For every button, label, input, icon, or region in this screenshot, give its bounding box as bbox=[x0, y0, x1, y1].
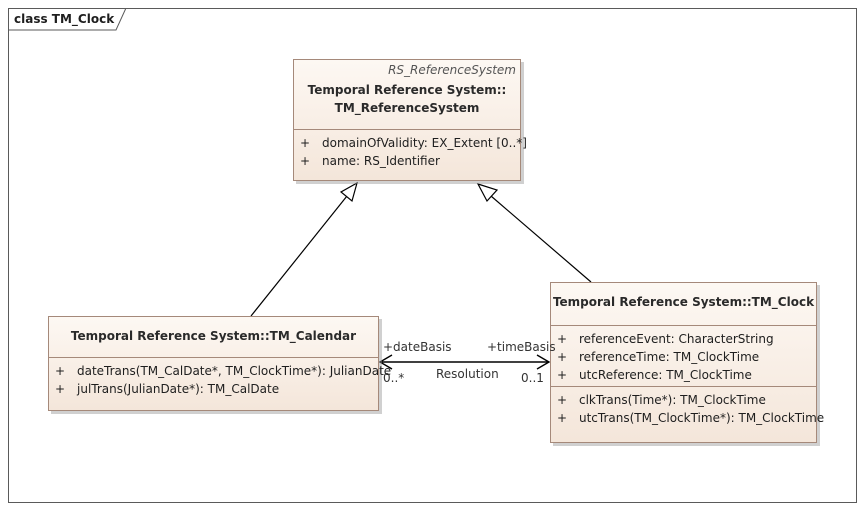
operation-row: + utcTrans(TM_ClockTime*): TM_ClockTime bbox=[551, 409, 824, 427]
operations-separator bbox=[551, 386, 816, 387]
association-name: Resolution bbox=[436, 367, 499, 381]
attribute-text: referenceTime: TM_ClockTime bbox=[579, 350, 760, 364]
frame-label: class TM_Clock bbox=[14, 12, 115, 26]
operations-separator bbox=[49, 357, 378, 358]
operation-text: dateTrans(TM_CalDate*, TM_ClockTime*): J… bbox=[77, 364, 392, 378]
attribute-row: + utcReference: TM_ClockTime bbox=[551, 366, 816, 384]
attribute-row: + name: RS_Identifier bbox=[294, 152, 520, 170]
association-left-arrow bbox=[378, 354, 393, 370]
operations-compartment: + dateTrans(TM_CalDate*, TM_ClockTime*):… bbox=[49, 358, 391, 398]
attribute-row: + domainOfValidity: EX_Extent [0..*] bbox=[294, 134, 527, 152]
class-name-line2: TM_ReferenceSystem bbox=[334, 101, 480, 115]
association-left-multiplicity: 0..* bbox=[383, 371, 405, 385]
operation-text: julTrans(JulianDate*): TM_CalDate bbox=[77, 382, 280, 396]
association-right-arrow bbox=[536, 354, 551, 370]
operation-row: + julTrans(JulianDate*): TM_CalDate bbox=[49, 380, 378, 398]
attribute-text: domainOfValidity: EX_Extent [0..*] bbox=[322, 136, 527, 150]
association-left-role: +dateBasis bbox=[383, 340, 452, 354]
attribute-row: + referenceTime: TM_ClockTime bbox=[551, 348, 816, 366]
visibility-marker: + bbox=[300, 136, 311, 150]
attributes-compartment: + referenceEvent: CharacterString + refe… bbox=[551, 326, 816, 386]
visibility-marker: + bbox=[557, 393, 568, 407]
operations-compartment: + clkTrans(Time*): TM_ClockTime + utcTra… bbox=[551, 387, 824, 427]
attribute-text: name: RS_Identifier bbox=[322, 154, 440, 168]
visibility-marker: + bbox=[557, 411, 568, 425]
class-name: Temporal Reference System::TM_Calendar bbox=[70, 329, 357, 343]
attribute-text: utcReference: TM_ClockTime bbox=[579, 368, 752, 382]
attributes-compartment: + domainOfValidity: EX_Extent [0..*] + n… bbox=[294, 130, 527, 170]
generalization-calendar-arrowhead bbox=[339, 181, 358, 203]
frame-label-tab bbox=[8, 8, 127, 31]
attribute-row: + referenceEvent: CharacterString bbox=[551, 330, 816, 348]
class-name-line1: Temporal Reference System:: bbox=[307, 83, 507, 97]
class-tm-reference-system[interactable]: RS_ReferenceSystem Temporal Reference Sy… bbox=[293, 59, 527, 181]
operation-row: + clkTrans(Time*): TM_ClockTime bbox=[551, 391, 816, 409]
attributes-separator bbox=[551, 325, 816, 326]
generalization-clock-arrowhead bbox=[476, 182, 499, 203]
class-tm-clock[interactable]: Temporal Reference System::TM_Clock + re… bbox=[550, 282, 824, 443]
class-tm-calendar[interactable]: Temporal Reference System::TM_Calendar +… bbox=[48, 316, 391, 411]
visibility-marker: + bbox=[557, 350, 568, 364]
visibility-marker: + bbox=[557, 368, 568, 382]
diagram-frame bbox=[8, 8, 857, 503]
stereotype-label: RS_ReferenceSystem bbox=[388, 63, 516, 77]
class-name: Temporal Reference System::TM_Clock bbox=[552, 295, 815, 309]
operation-row: + dateTrans(TM_CalDate*, TM_ClockTime*):… bbox=[49, 362, 391, 380]
visibility-marker: + bbox=[55, 364, 66, 378]
operation-text: clkTrans(Time*): TM_ClockTime bbox=[579, 393, 766, 407]
visibility-marker: + bbox=[557, 332, 568, 346]
visibility-marker: + bbox=[55, 382, 66, 396]
visibility-marker: + bbox=[300, 154, 311, 168]
generalization-calendar-line bbox=[250, 195, 348, 317]
attributes-separator bbox=[294, 129, 520, 130]
operation-text: utcTrans(TM_ClockTime*): TM_ClockTime bbox=[579, 411, 825, 425]
generalization-clock-line bbox=[490, 195, 592, 283]
association-right-multiplicity: 0..1 bbox=[521, 371, 544, 385]
attribute-text: referenceEvent: CharacterString bbox=[579, 332, 774, 346]
association-right-role: +timeBasis bbox=[487, 340, 556, 354]
